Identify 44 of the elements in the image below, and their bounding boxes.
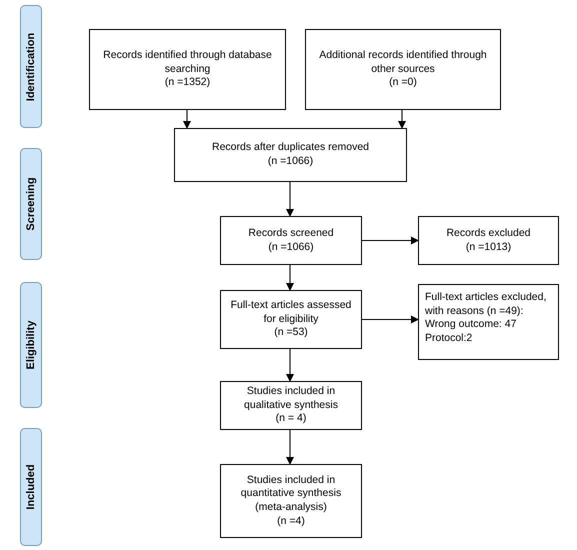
phase-band xyxy=(20,5,42,128)
phase-label: Eligibility xyxy=(25,320,37,370)
process-box xyxy=(305,29,501,110)
box-title: Records screened xyxy=(248,226,334,240)
process-box xyxy=(89,29,286,110)
arrow xyxy=(286,182,294,217)
box-count: Protocol:2 xyxy=(425,332,472,346)
box-title: Full-text articles assessed for eligibility xyxy=(230,299,352,326)
phase-band xyxy=(20,282,42,408)
arrow xyxy=(362,316,419,324)
arrow xyxy=(362,236,419,244)
process-box xyxy=(220,290,362,349)
box-count: (n =1013) xyxy=(466,240,512,254)
process-box xyxy=(220,464,362,538)
arrow xyxy=(183,110,191,129)
box-title: Studies included in qualitative synthesis xyxy=(243,385,339,412)
box-title: Additional records identified through other sources xyxy=(318,49,488,76)
box-count: (n =4) xyxy=(277,514,305,528)
arrow xyxy=(398,110,406,129)
box-title: Records after duplicates removed xyxy=(212,141,369,155)
box-count: (n =1066) xyxy=(268,155,314,169)
process-box xyxy=(220,216,362,265)
box-count: (n =1352) xyxy=(164,76,210,90)
process-box xyxy=(418,284,559,360)
arrow xyxy=(286,348,294,382)
box-count: (n = 4) xyxy=(276,412,306,426)
box-count: Wrong outcome: 47 xyxy=(425,318,516,332)
phase-label: Identification xyxy=(25,32,37,101)
arrow xyxy=(286,430,294,465)
process-box xyxy=(418,216,559,265)
box-title: Records identified through database searching xyxy=(102,49,273,76)
box-title: Studies included in quantitative synthesis (meta-analysis) xyxy=(240,474,342,515)
phase-label: Included xyxy=(25,464,37,510)
box-count: (n =53) xyxy=(274,326,308,340)
arrow xyxy=(286,264,294,291)
phase-label: Screening xyxy=(25,177,37,231)
box-title: Records excluded xyxy=(446,226,531,240)
process-box xyxy=(220,381,362,430)
box-title: Full-text articles excluded, with reasons (n =49): xyxy=(425,291,548,318)
process-box xyxy=(174,128,407,182)
phase-band xyxy=(20,428,42,546)
box-count: (n =0) xyxy=(389,76,417,90)
box-count: (n =1066) xyxy=(268,240,314,254)
phase-band xyxy=(20,148,42,260)
